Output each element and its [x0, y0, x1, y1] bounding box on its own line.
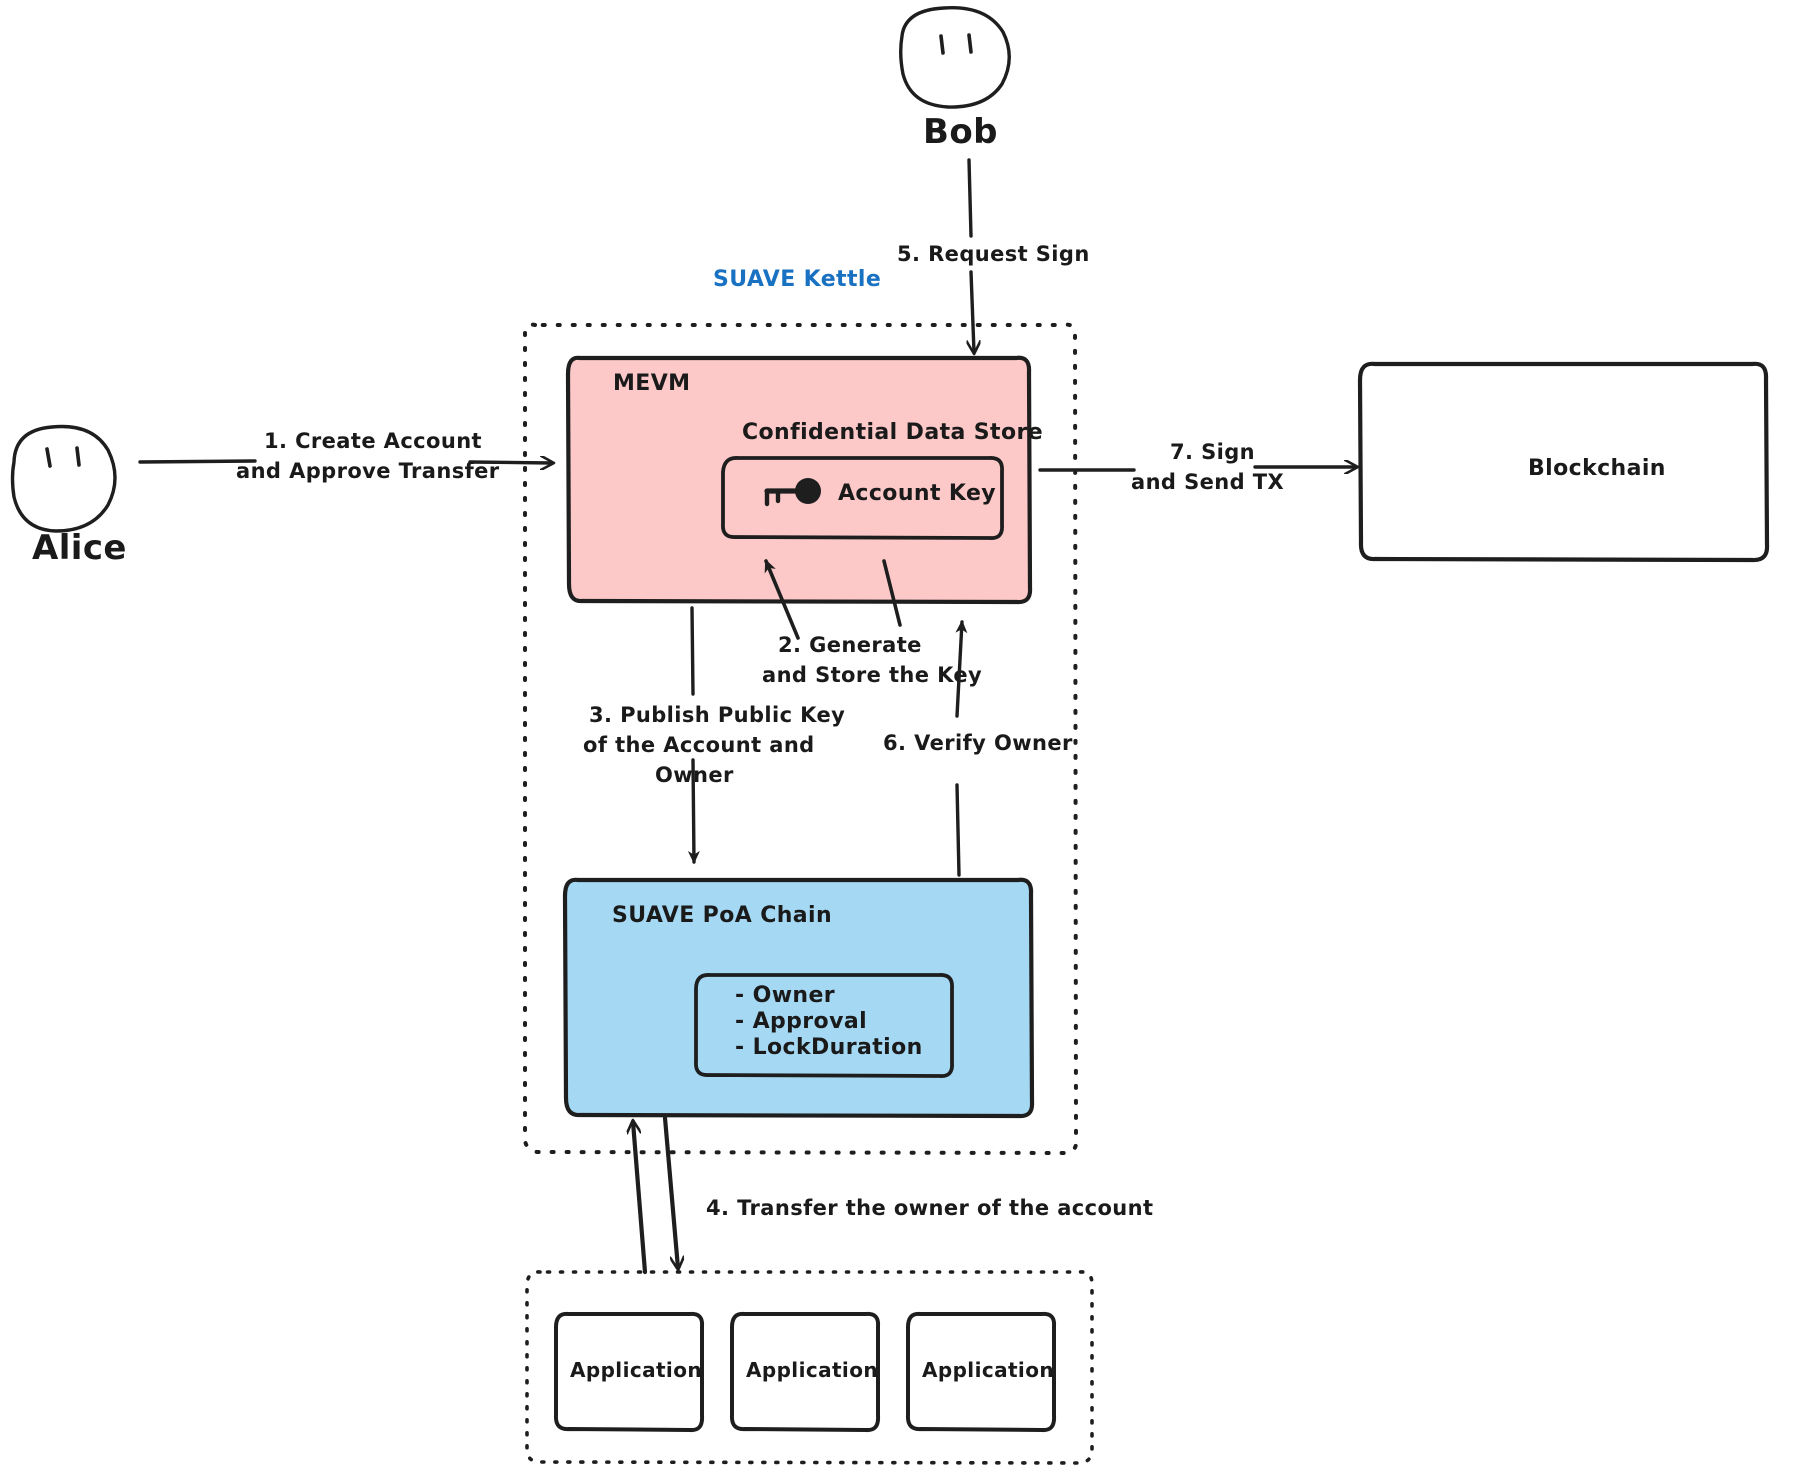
step-2-label: 2. Generate and Store the Key	[762, 633, 982, 687]
arrow-step-7	[1038, 467, 1356, 470]
blockchain-box: Blockchain	[1357, 361, 1770, 563]
poa-chain-fields-box: - Owner - Approval - LockDuration	[694, 973, 954, 1078]
svg-text:of the Account and: of the Account and	[583, 733, 815, 757]
application-label: Application	[922, 1358, 1054, 1382]
blockchain-label: Blockchain	[1528, 456, 1666, 481]
person-face-icon	[899, 6, 1011, 109]
svg-text:and Approve Transfer: and Approve Transfer	[236, 459, 500, 483]
svg-text:1. Create Account: 1. Create Account	[264, 429, 482, 453]
application-card-1[interactable]: Application	[553, 1311, 705, 1433]
svg-text:2. Generate: 2. Generate	[778, 633, 922, 657]
svg-text:7. Sign: 7. Sign	[1170, 440, 1255, 464]
mevm-label: MEVM	[613, 371, 690, 396]
application-label: Application	[746, 1358, 878, 1382]
svg-text:and Send TX: and Send TX	[1131, 470, 1284, 494]
suave-kettle-label: SUAVE Kettle	[713, 267, 881, 292]
arrow-step-1	[138, 461, 552, 463]
arrow-step-6	[955, 620, 968, 877]
person-face-icon	[10, 424, 117, 533]
applications-container	[525, 1270, 1094, 1465]
step-3-label: 3. Publish Public Key of the Account and…	[583, 703, 845, 787]
step-4-label: 4. Transfer the owner of the account	[706, 1196, 1153, 1220]
application-card-2[interactable]: Application	[729, 1311, 881, 1433]
step-5-label: 5. Request Sign	[897, 242, 1090, 266]
poa-chain-label: SUAVE PoA Chain	[612, 903, 832, 928]
actor-bob-label: Bob	[923, 112, 998, 152]
arrow-step-3	[687, 606, 700, 864]
application-card-3[interactable]: Application	[905, 1311, 1057, 1433]
account-key-label: Account Key	[838, 481, 996, 506]
step-7-label: 7. Sign and Send TX	[1131, 440, 1284, 494]
svg-text:Owner: Owner	[655, 763, 734, 787]
actor-alice-label: Alice	[32, 528, 127, 568]
confidential-data-store-label: Confidential Data Store	[742, 420, 1043, 445]
arrow-step-4-up	[633, 1122, 648, 1275]
arrow-step-4-down	[662, 1115, 678, 1268]
svg-text:3. Publish Public Key: 3. Publish Public Key	[589, 703, 845, 727]
actor-alice: Alice	[10, 424, 127, 568]
account-key-box: Account Key	[721, 456, 1004, 540]
arrow-step-5	[969, 158, 974, 352]
svg-text:and Store the Key: and Store the Key	[762, 663, 982, 687]
poa-field-lockduration: - LockDuration	[735, 1035, 923, 1060]
arrow-step-2	[764, 559, 902, 640]
poa-field-approval: - Approval	[735, 1009, 867, 1034]
key-icon	[764, 478, 821, 507]
step-1-label: 1. Create Account and Approve Transfer	[236, 429, 500, 483]
actor-bob: Bob	[899, 6, 1011, 152]
poa-field-owner: - Owner	[735, 983, 835, 1008]
step-6-label: 6. Verify Owner	[883, 731, 1073, 755]
application-label: Application	[570, 1358, 702, 1382]
